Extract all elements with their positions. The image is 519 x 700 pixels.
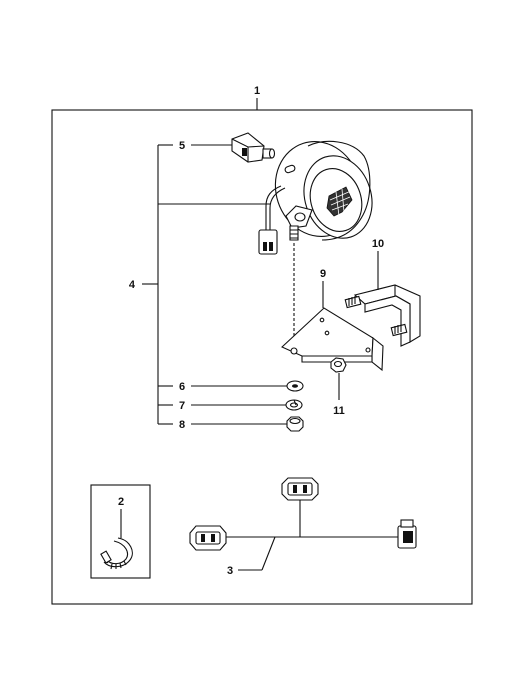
harness-connector-left (189, 525, 227, 551)
u-bracket-bolt-upper (344, 295, 362, 309)
cable-tie-part-2 (100, 537, 133, 570)
group-bracket-4 (142, 144, 270, 425)
callout-5: 5 (179, 140, 185, 152)
connector-part-5 (231, 132, 276, 163)
nut-part-11 (330, 357, 347, 373)
washer-part-6 (286, 380, 304, 392)
callout-6: 6 (179, 381, 185, 393)
callout-3: 3 (227, 565, 233, 577)
nut-part-8 (286, 416, 304, 432)
callout-10: 10 (372, 238, 384, 250)
bracket-part-9 (281, 307, 384, 372)
callout-9: 9 (320, 268, 326, 280)
assembly-frame (51, 109, 473, 605)
spring-washer-part-7 (285, 399, 303, 411)
harness-connector-top (281, 477, 319, 501)
lens-grid (326, 186, 353, 217)
callout-7: 7 (179, 400, 185, 412)
harness-connector-right (397, 519, 417, 549)
callout-4: 4 (129, 279, 136, 291)
callout-11: 11 (333, 405, 345, 417)
wire-harness-part-3 (189, 477, 417, 551)
callout-8: 8 (179, 419, 185, 431)
leader-3 (261, 536, 276, 571)
work-lamp (274, 140, 373, 241)
u-bracket-part-10 (344, 284, 421, 347)
callout-1: 1 (254, 85, 260, 97)
inset-box-part-2 (90, 484, 151, 579)
callout-2: 2 (118, 496, 124, 508)
lamp-wire (258, 185, 286, 255)
u-bracket-bolt-lower (390, 323, 408, 337)
